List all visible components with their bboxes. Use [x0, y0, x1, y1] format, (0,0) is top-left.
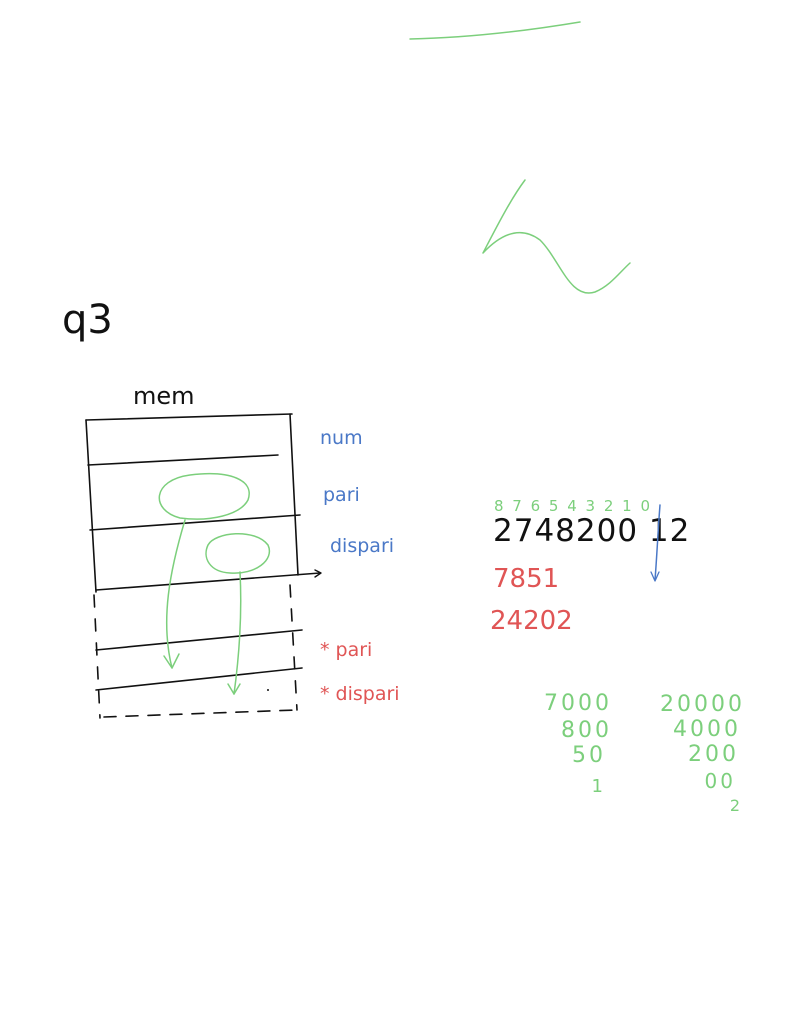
breakdown-right: 20000 4000 200 00 2	[660, 692, 745, 815]
green-arrows	[158, 473, 271, 695]
left-value: 7000	[544, 691, 612, 716]
memory-table	[85, 413, 322, 593]
pointer-table	[93, 584, 303, 719]
right-value: 4000	[673, 717, 741, 742]
label-ptr-dispari: * dispari	[320, 683, 400, 705]
right-value: 00	[705, 769, 736, 793]
left-value: 50	[572, 743, 606, 768]
label-pari: pari	[323, 484, 360, 506]
green-wave-stroke	[482, 179, 631, 294]
memory-title: mem	[133, 382, 195, 410]
section-label: q3	[62, 297, 113, 343]
right-value: 20000	[660, 692, 745, 717]
right-value: 200	[688, 742, 739, 767]
digit-indices: 8 7 6 5 4 3 2 1 0	[494, 497, 652, 515]
label-ptr-pari: * pari	[320, 639, 372, 661]
right-value: 2	[730, 796, 740, 815]
label-dispari: dispari	[330, 535, 394, 557]
odd-digits-result: 7851	[493, 564, 559, 594]
breakdown-left: 7000 800 50 1	[544, 691, 612, 797]
green-top-line	[409, 21, 581, 40]
main-number: 2748200 12	[493, 513, 690, 549]
left-value: 1	[592, 776, 603, 797]
even-digits-result: 24202	[490, 606, 573, 636]
label-num: num	[320, 427, 363, 449]
left-value: 800	[561, 718, 612, 743]
blue-divider	[654, 504, 661, 581]
